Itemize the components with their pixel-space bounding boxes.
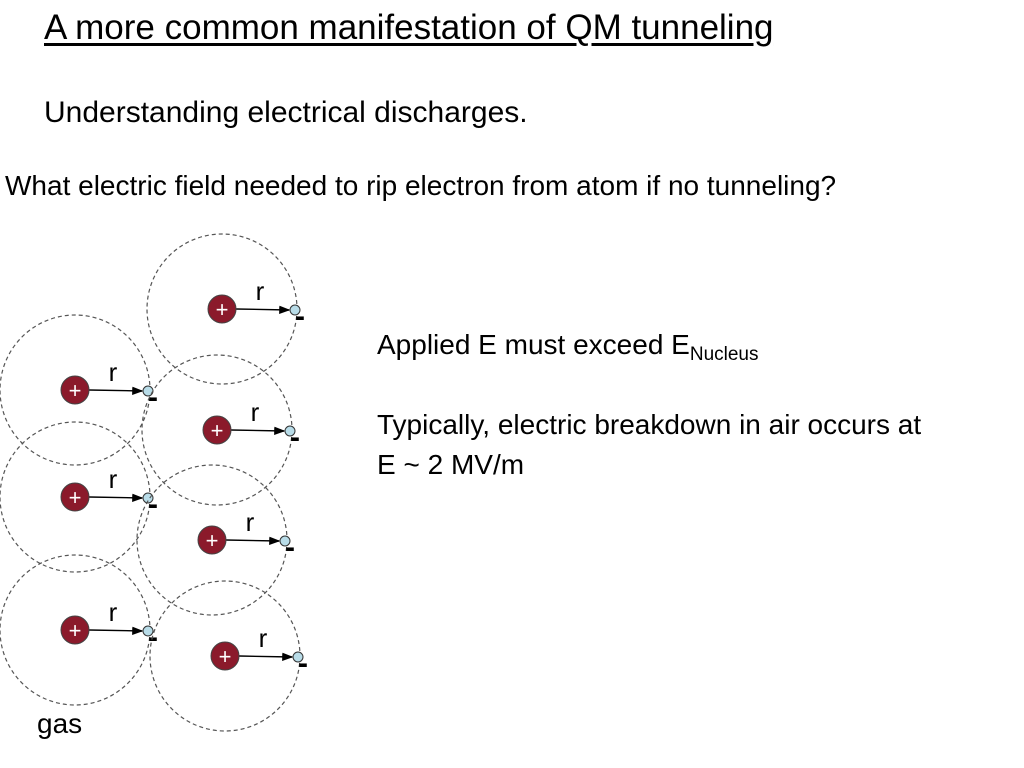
radius-arrow <box>230 426 286 436</box>
electron-dot <box>284 425 296 437</box>
nucleus-symbol: + <box>206 528 219 553</box>
applied-field-text: Applied E must exceed E <box>377 329 690 360</box>
radius-arrow <box>88 386 144 396</box>
atom: +-r <box>149 580 308 732</box>
nucleus-circle <box>207 294 237 324</box>
electron-dot <box>142 492 154 504</box>
gas-label: gas <box>37 708 83 739</box>
radius-arrow <box>235 305 291 315</box>
radius-label: r <box>109 597 118 627</box>
explanation-block: Applied E must exceed ENucleus Typically… <box>377 325 937 485</box>
applied-field-statement: Applied E must exceed ENucleus <box>377 325 937 365</box>
radius-label: r <box>109 357 118 387</box>
radius-label: r <box>251 397 260 427</box>
nucleus-symbol: + <box>69 485 82 510</box>
electron-dot <box>292 651 304 663</box>
nucleus-circle <box>60 615 90 645</box>
nucleus-symbol: + <box>69 378 82 403</box>
atom: + -r <box>0 554 158 706</box>
atom: + -r <box>0 314 158 466</box>
nucleus-symbol: + <box>219 644 232 669</box>
nucleus-circle <box>60 375 90 405</box>
electron-dot <box>142 625 154 637</box>
electron-symbol: - <box>290 421 300 454</box>
electron-symbol: - <box>285 531 295 564</box>
atom: + -r <box>0 421 158 573</box>
atom: + -r <box>146 233 305 385</box>
atom: +-r <box>136 464 295 616</box>
electron-symbol: - <box>148 621 158 654</box>
radius-arrow <box>88 493 144 503</box>
electron-symbol: - <box>295 300 305 333</box>
breakdown-statement: Typically, electric breakdown in air occ… <box>377 409 922 480</box>
radius-label: r <box>259 623 268 653</box>
radius-label: r <box>256 276 265 306</box>
electron-dot <box>289 304 301 316</box>
nucleus-symbol: + <box>69 618 82 643</box>
radius-label: r <box>109 464 118 494</box>
radius-label: r <box>246 507 255 537</box>
question-text: What electric field needed to rip electr… <box>5 170 837 201</box>
slide-title: A more common manifestation of QM tunnel… <box>44 8 774 47</box>
radius-arrow <box>225 536 281 546</box>
nucleus-circle <box>210 641 240 671</box>
electron-symbol: - <box>298 647 308 680</box>
electron-dot <box>279 535 291 547</box>
nucleus-symbol: + <box>216 297 229 322</box>
atom: +-r <box>141 354 300 506</box>
slide-subtitle: Understanding electrical discharges. <box>44 96 528 129</box>
nucleus-circle <box>202 415 232 445</box>
electron-symbol: - <box>148 488 158 521</box>
nucleus-circle <box>60 482 90 512</box>
nucleus-circle <box>197 525 227 555</box>
radius-arrow <box>88 626 144 636</box>
nucleus-symbol: + <box>211 418 224 443</box>
radius-arrow <box>238 652 294 662</box>
electron-symbol: - <box>148 381 158 414</box>
nucleus-subscript: Nucleus <box>689 344 759 365</box>
